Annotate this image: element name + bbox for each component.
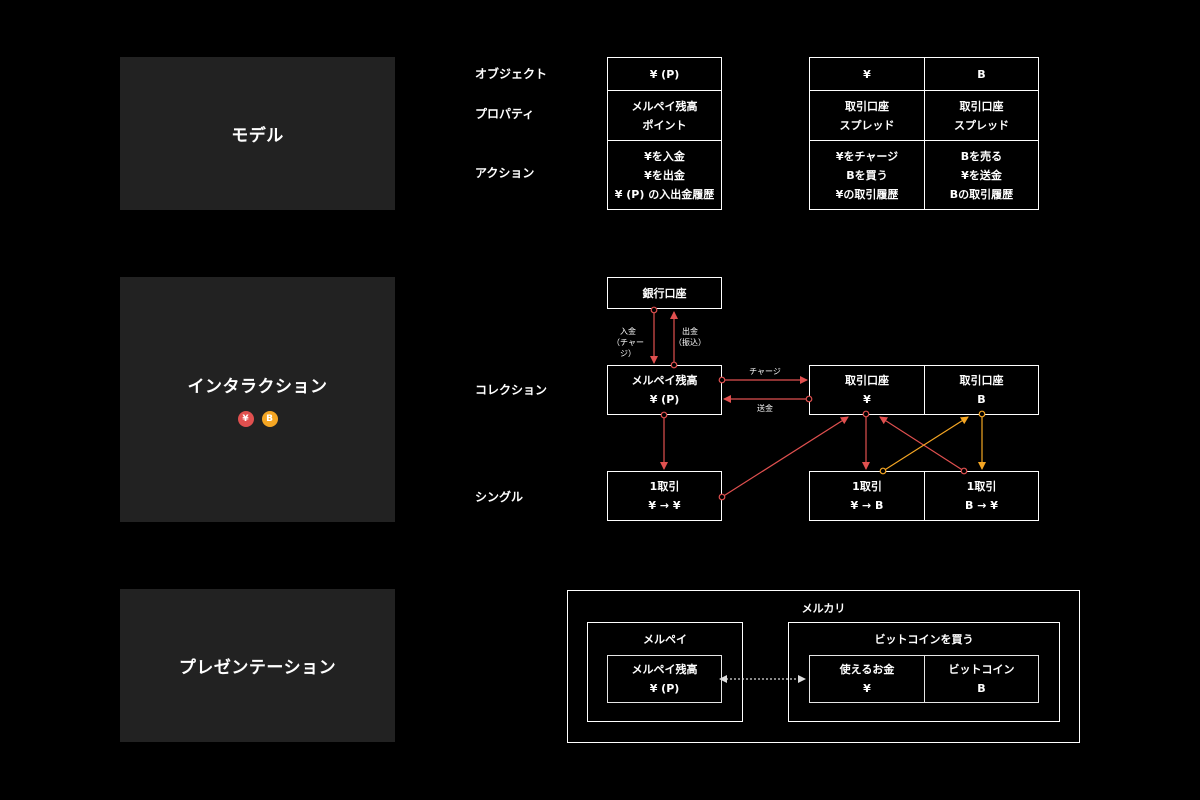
merpay-balance-box: メルペイ残高 ¥ (P) (607, 365, 722, 415)
model-yen-properties: 取引口座 スプレッド (809, 90, 925, 141)
model-panel: モデル (120, 57, 395, 210)
btc-account-currency: B (977, 393, 986, 406)
mercari-title: メルカリ (801, 602, 846, 615)
model-yenp-action-3: ¥ (P) の入出金履歴 (614, 187, 715, 201)
usable-money-currency: ¥ (863, 682, 871, 695)
model-btc-object-text: B (977, 67, 986, 81)
model-yen-action-3: ¥の取引履歴 (835, 187, 899, 201)
model-yenp-object-text: ¥ (P) (649, 67, 680, 81)
model-btc-prop-1: 取引口座 (959, 99, 1004, 113)
charge-label: チャージ (749, 367, 781, 376)
model-yenp-actions: ¥を入金 ¥を出金 ¥ (P) の入出金履歴 (607, 140, 722, 210)
single-yen-yen-flow: ¥ → ¥ (648, 499, 681, 512)
model-btc-action-1: Bを売る (960, 149, 1003, 163)
deposit-text: 入金 (620, 327, 636, 336)
model-yen-prop-1: 取引口座 (845, 99, 889, 113)
bitcoin-currency: B (977, 682, 986, 695)
buy-bitcoin-title: ビットコインを買う (874, 633, 974, 646)
merpay-balance-currency: ¥ (P) (649, 393, 680, 406)
deposit-sub-text: （チャージ） (612, 338, 644, 358)
model-yenp-action-2: ¥を出金 (644, 168, 685, 182)
mercari-frame: メルカリ (567, 590, 1080, 743)
label-property: プロパティ (475, 107, 535, 121)
merpay-frame: メルペイ (587, 622, 743, 722)
model-btc-action-2: ¥を送金 (961, 168, 1002, 182)
model-yenp-prop-1: メルペイ残高 (631, 99, 698, 113)
deposit-label: 入金 （チャージ） (608, 326, 648, 359)
yen-account-box: 取引口座 ¥ (809, 365, 925, 415)
pres-merpay-balance-currency: ¥ (P) (649, 682, 680, 695)
bitcoin-icon: B (261, 411, 278, 427)
single-yen-yen-box: 1取引 ¥ → ¥ (607, 471, 722, 521)
merpay-title: メルペイ (643, 633, 687, 646)
single-btc-yen-title: 1取引 (966, 480, 997, 493)
model-yenp-properties: メルペイ残高 ポイント (607, 90, 722, 141)
yen-single-to-btc-account-arrow (882, 416, 969, 472)
model-yen-prop-2: スプレッド (839, 118, 895, 132)
label-collection: コレクション (475, 383, 548, 397)
buy-bitcoin-frame: ビットコインを買う (788, 622, 1060, 722)
model-yenp-action-1: ¥を入金 (644, 149, 685, 163)
usable-money-text: 使えるお金 (839, 663, 895, 676)
pres-merpay-balance-box: メルペイ残高 ¥ (P) (607, 655, 722, 703)
single-yen-btc-box: 1取引 ¥ → B (809, 471, 925, 521)
withdraw-text: 出金 (682, 327, 698, 336)
currency-badges: ¥ B (237, 411, 278, 427)
model-btc-action-3: Bの取引履歴 (949, 187, 1014, 201)
withdraw-label: 出金 （振込） (674, 326, 706, 348)
yen-account-text: 取引口座 (845, 374, 889, 387)
model-btc-actions: Bを売る ¥を送金 Bの取引履歴 (924, 140, 1039, 210)
model-yenp-prop-2: ポイント (642, 118, 687, 132)
model-yen-action-1: ¥をチャージ (835, 149, 899, 163)
withdraw-sub-text: （振込） (674, 338, 706, 347)
btc-single-to-yen-account-arrow (879, 416, 965, 472)
model-yenp-object: ¥ (P) (607, 57, 722, 91)
interaction-panel: インタラクション ¥ B (120, 277, 395, 522)
model-title: モデル (231, 126, 284, 146)
model-yen-object-text: ¥ (863, 67, 871, 81)
model-btc-properties: 取引口座 スプレッド (924, 90, 1039, 141)
bank-account-box: 銀行口座 (607, 277, 722, 309)
model-btc-prop-2: スプレッド (954, 118, 1009, 132)
btc-account-box: 取引口座 B (924, 365, 1039, 415)
single-btc-yen-flow: B → ¥ (965, 499, 998, 512)
label-object: オブジェクト (475, 67, 548, 81)
single-yen-btc-title: 1取引 (852, 480, 882, 493)
bank-account-text: 銀行口座 (642, 286, 687, 300)
usable-money-box: 使えるお金 ¥ (809, 655, 925, 703)
single-yen-yen-title: 1取引 (649, 480, 680, 493)
label-single: シングル (475, 490, 524, 504)
model-yen-object: ¥ (809, 57, 925, 91)
bitcoin-box: ビットコイン B (924, 655, 1039, 703)
single-yen-btc-flow: ¥ → B (850, 499, 884, 512)
btc-account-text: 取引口座 (959, 374, 1004, 387)
presentation-title: プレゼンテーション (178, 658, 337, 678)
pres-merpay-balance-text: メルペイ残高 (631, 663, 698, 676)
remit-label: 送金 (757, 404, 773, 413)
single-btc-yen-box: 1取引 B → ¥ (924, 471, 1039, 521)
label-action: アクション (475, 166, 535, 180)
presentation-panel: プレゼンテーション (120, 589, 395, 742)
model-btc-object: B (924, 57, 1039, 91)
yen-account-currency: ¥ (863, 393, 871, 406)
model-yen-action-2: Bを買う (846, 168, 888, 182)
merpay-balance-text: メルペイ残高 (631, 374, 698, 387)
yen-icon: ¥ (237, 411, 254, 427)
model-yen-actions: ¥をチャージ Bを買う ¥の取引履歴 (809, 140, 925, 210)
bitcoin-text: ビットコイン (948, 663, 1015, 676)
interaction-title: インタラクション (187, 377, 328, 397)
